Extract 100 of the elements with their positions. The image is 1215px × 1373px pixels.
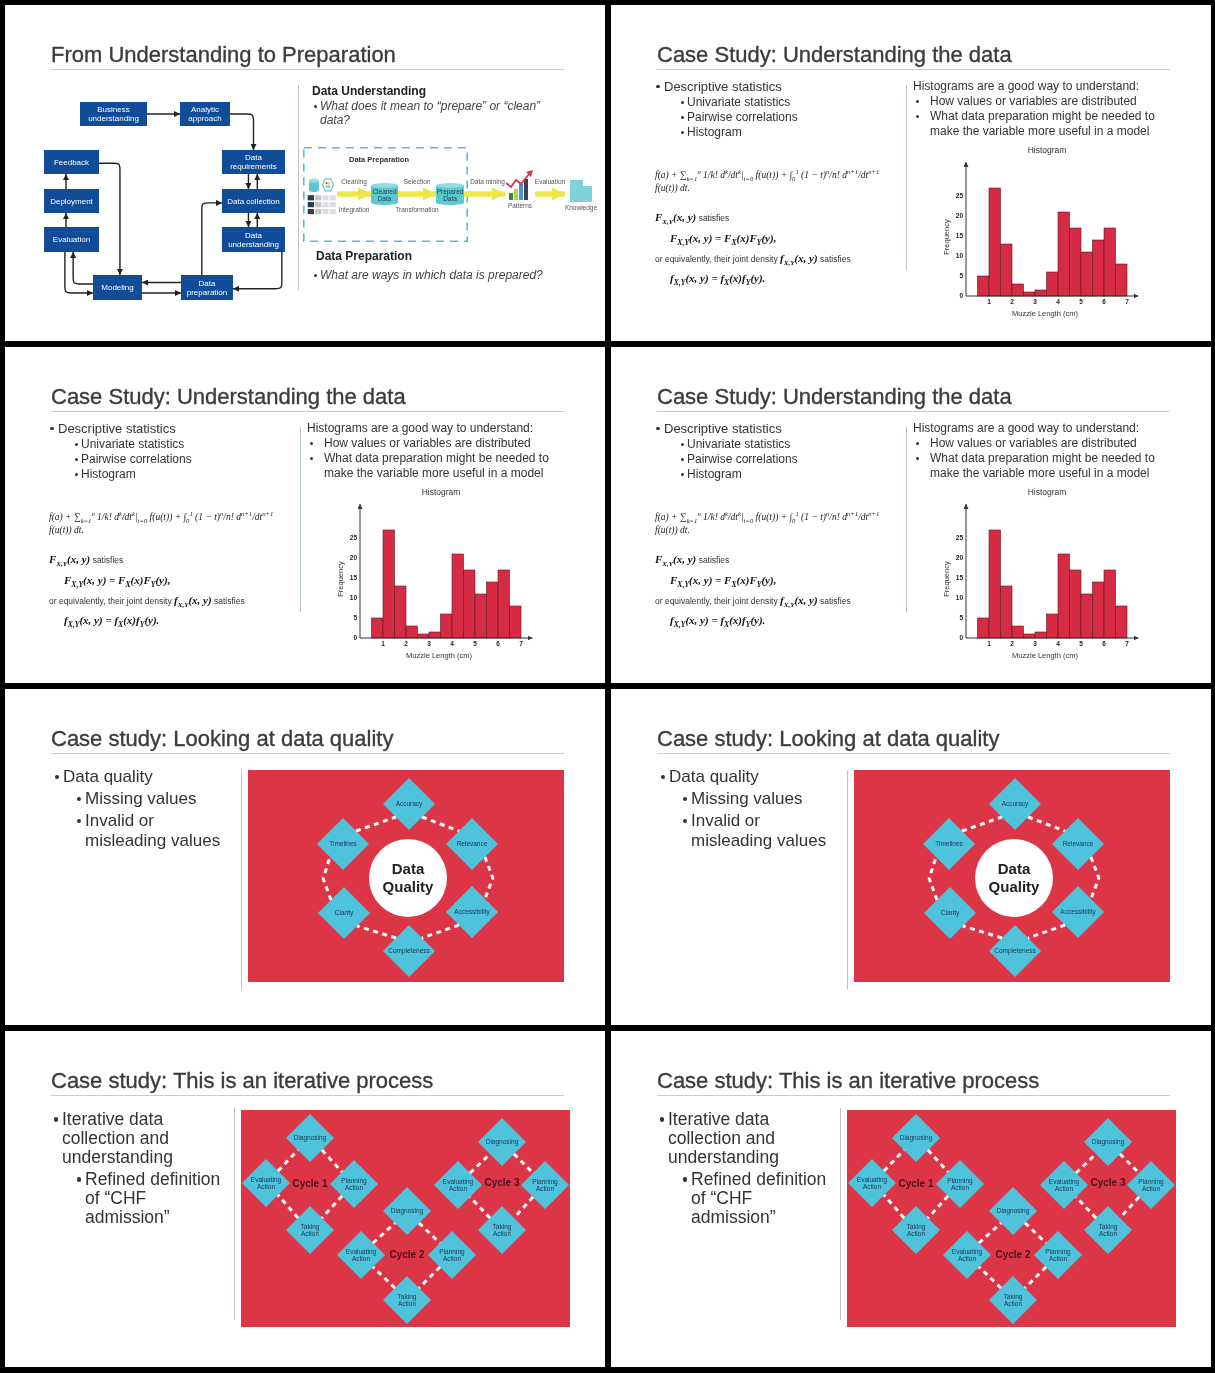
formula-text: f(a) + ∑$_{k=1}$$^{n}$ 1/k! d$^{k}$/dt$^{k}$|$_{t=0}$ f(u(t)) + ∫$_{0}$$^{1}$ (1 − t)$^{n}$/n! d$^{n+1}$/dt$^{n+1}$ f(u(t)) dt. bbox=[49, 511, 275, 537]
slide-panel bbox=[5, 5, 605, 341]
bullet-text: Invalid or misleading values bbox=[85, 811, 222, 851]
formula-text: or equivalently, their joint density f$_{X,Y}$(x, y) satisfies bbox=[655, 594, 851, 607]
bullet-text: Descriptive statistics bbox=[664, 79, 783, 94]
body-text: Histograms are a good way to understand: bbox=[307, 421, 535, 436]
connector-arrow bbox=[64, 251, 94, 296]
bullet-text: Missing values bbox=[691, 789, 804, 809]
process-box: Data preparation bbox=[181, 275, 233, 300]
dashed-connector bbox=[276, 1148, 300, 1173]
bullet-text: Data quality bbox=[669, 767, 760, 787]
body-text: Histograms are a good way to understand: bbox=[913, 421, 1141, 436]
dashed-connector bbox=[882, 1148, 906, 1173]
formula-text: or equivalently, their joint density f$_{X,Y}$(x, y) satisfies bbox=[655, 252, 851, 265]
dashed-connector bbox=[321, 856, 333, 901]
connector-arrow bbox=[63, 212, 69, 228]
bullet-text: What data preparation might be needed to make the variable more useful in a model bbox=[930, 451, 1156, 481]
dashed-connector bbox=[417, 1265, 442, 1290]
dashed-connector bbox=[421, 923, 460, 940]
bullet-text: Histogram bbox=[687, 125, 743, 140]
formula-text: F$_{X,Y}$(x, y) satisfies bbox=[655, 553, 730, 566]
bullet-text: Pairwise correlations bbox=[687, 452, 799, 467]
dashed-connector bbox=[355, 815, 397, 833]
bullet-text: Descriptive statistics bbox=[58, 421, 177, 436]
process-box: Data requirements bbox=[222, 150, 285, 174]
dashed-connector bbox=[468, 1195, 492, 1220]
circle-node: Data Quality bbox=[975, 839, 1053, 917]
bullet-text: What are ways in which data is prepared? bbox=[320, 268, 544, 282]
connector-arrow bbox=[63, 173, 69, 190]
diagram-panel bbox=[847, 1110, 1176, 1327]
connector-arrow bbox=[229, 113, 257, 151]
formula-text: F$_{X,Y}$(x, y) satisfies bbox=[49, 553, 124, 566]
slide-title: Case Study: Understanding the data bbox=[657, 42, 1012, 68]
dashed-connector bbox=[977, 1265, 1003, 1290]
process-box: Evaluation bbox=[44, 227, 99, 252]
bullet-text: Iterative data collection and understanding bbox=[668, 1110, 780, 1167]
cycle-label: Cycle 2 bbox=[995, 1249, 1031, 1261]
connector-arrow bbox=[245, 173, 252, 190]
dashed-connector bbox=[1089, 856, 1101, 900]
diagram-panel bbox=[248, 770, 564, 982]
slide-panel bbox=[611, 5, 1211, 341]
slide-panel bbox=[5, 1031, 605, 1367]
dashed-connector bbox=[962, 924, 1003, 940]
dashed-connector bbox=[1027, 815, 1066, 833]
bullet-text: What does it mean to “prepare” or “clean” data? bbox=[320, 99, 542, 127]
bullet-text: Invalid or misleading values bbox=[691, 811, 828, 851]
bullet-text: How values or variables are distributed bbox=[930, 94, 1138, 109]
formula-text: f(a) + ∑$_{k=1}$$^{n}$ 1/k! d$^{k}$/dt$^{k}$|$_{t=0}$ f(u(t)) + ∫$_{0}$$^{1}$ (1 − t)$^{n}$/n! d$^{n+1}$/dt$^{n+1}$ f(u(t)) dt. bbox=[655, 511, 881, 537]
connector-arrow bbox=[464, 187, 505, 201]
cycle-label: Cycle 1 bbox=[898, 1178, 934, 1190]
dashed-connector bbox=[512, 1152, 535, 1175]
dashed-connector bbox=[1074, 1195, 1098, 1220]
slide-panel bbox=[611, 689, 1211, 1025]
connector-arrow bbox=[141, 279, 182, 286]
dashed-connector bbox=[1023, 1265, 1048, 1290]
chart-title: Histogram bbox=[1027, 145, 1067, 155]
section-heading: Data Preparation bbox=[316, 249, 413, 263]
chart-title: Histogram bbox=[1027, 487, 1067, 497]
bullet-text: Refined definition of “CHF admission” bbox=[85, 1170, 222, 1227]
dashed-connector bbox=[421, 815, 460, 833]
bullet-text: Iterative data collection and understanding bbox=[62, 1110, 174, 1167]
dashed-connector bbox=[927, 856, 939, 901]
connector-arrow bbox=[70, 251, 94, 285]
process-box: Business understanding bbox=[80, 102, 147, 126]
body-text: Histograms are a good way to understand: bbox=[913, 79, 1141, 94]
connector-arrow bbox=[232, 251, 283, 292]
connector-arrow bbox=[535, 187, 565, 201]
formula-text: f(a) + ∑$_{k=1}$$^{n}$ 1/k! d$^{k}$/dt$^{k}$|$_{t=0}$ f(u(t)) + ∫$_{0}$$^{1}$ (1 − t)$^{n}$/n! d$^{n+1}$/dt$^{n+1}$ f(u(t)) dt. bbox=[655, 169, 881, 195]
dashed-connector bbox=[483, 856, 495, 900]
bullet-text: What data preparation might be needed to make the variable more useful in a model bbox=[930, 109, 1156, 139]
bullet-text: How values or variables are distributed bbox=[930, 436, 1138, 451]
section-heading: Data Understanding bbox=[312, 84, 426, 98]
bullet-text: Univariate statistics bbox=[81, 437, 186, 452]
process-box: Data understanding bbox=[222, 227, 285, 252]
bullet-text: Pairwise correlations bbox=[687, 110, 799, 125]
bullet-text: How values or variables are distributed bbox=[324, 436, 532, 451]
slide-title: Case Study: Understanding the data bbox=[657, 384, 1012, 410]
slide-title: Case Study: Understanding the data bbox=[51, 384, 406, 410]
chart-title: Histogram bbox=[421, 487, 461, 497]
bullet-text: Refined definition of “CHF admission” bbox=[691, 1170, 828, 1227]
slide-title: Case study: This is an iterative process bbox=[657, 1068, 1040, 1094]
dashed-connector bbox=[356, 924, 397, 940]
slide-panel bbox=[5, 689, 605, 1025]
dashed-connector bbox=[961, 815, 1003, 833]
dashed-connector bbox=[320, 1149, 344, 1173]
cycle-label: Cycle 3 bbox=[484, 1177, 520, 1189]
dashed-connector bbox=[978, 1221, 1002, 1245]
cycle-label: Cycle 3 bbox=[1090, 1177, 1126, 1189]
dashed-connector bbox=[926, 1149, 950, 1173]
process-box: Feedback bbox=[44, 150, 99, 174]
bullet-text: Pairwise correlations bbox=[81, 452, 193, 467]
dashed-connector bbox=[371, 1265, 397, 1290]
dashed-connector bbox=[1118, 1152, 1141, 1175]
dashed-connector bbox=[926, 1195, 950, 1219]
process-box: Analytic approach bbox=[180, 102, 230, 126]
bullet-text: Univariate statistics bbox=[687, 95, 792, 110]
connector-arrow bbox=[98, 162, 123, 276]
formula-text: F$_{X,Y}$(x, y) satisfies bbox=[655, 211, 730, 224]
dashed-connector bbox=[1027, 923, 1066, 940]
slide-title: Case study: Looking at data quality bbox=[657, 726, 1000, 752]
